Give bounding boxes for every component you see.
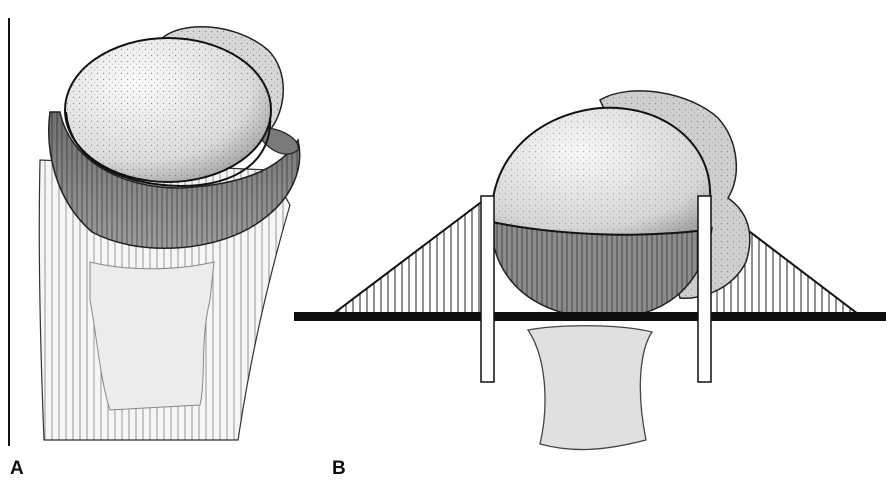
panel-a-drawing [9, 18, 300, 446]
panel-b-drawing [294, 91, 886, 450]
left-tower [481, 196, 494, 382]
bridge-deck [294, 312, 886, 321]
panel-label-a: A [10, 459, 24, 478]
panel-label-b: B [332, 459, 346, 478]
physis-region-a [90, 262, 214, 410]
metaphysis-b [528, 326, 652, 450]
right-tower [698, 196, 711, 382]
